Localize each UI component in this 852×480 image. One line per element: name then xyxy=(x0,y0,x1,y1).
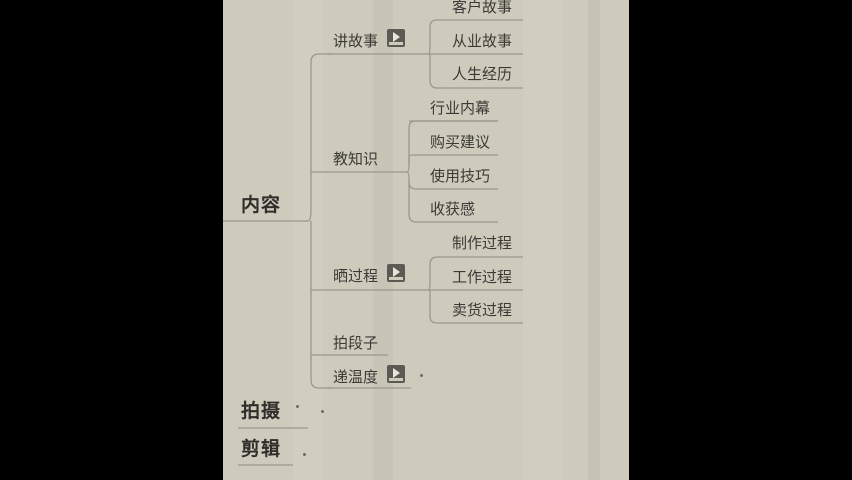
root-node-content: 内容 xyxy=(241,194,282,216)
video-icon xyxy=(387,264,405,282)
leaf-knowledge: 行业内幕 xyxy=(430,99,491,117)
branch-skits: 拍段子 xyxy=(333,334,379,352)
background-band xyxy=(293,0,323,480)
branch-storytelling: 讲故事 xyxy=(333,32,379,50)
branch-knowledge: 教知识 xyxy=(333,150,379,168)
leaf-knowledge: 购买建议 xyxy=(430,133,491,151)
leaf-process: 卖货过程 xyxy=(452,301,513,319)
artifact-dot xyxy=(303,453,306,456)
branch-warmth: 递温度 xyxy=(333,368,379,386)
branch-process: 晒过程 xyxy=(333,267,379,285)
background-band xyxy=(523,0,563,480)
leaf-knowledge: 收获感 xyxy=(430,200,476,218)
artifact-dot xyxy=(321,410,324,413)
leaf-storytelling: 人生经历 xyxy=(452,65,513,83)
artifact-dot xyxy=(296,405,299,408)
leaf-process: 工作过程 xyxy=(452,268,513,286)
video-icon xyxy=(387,365,405,383)
connector-lines xyxy=(223,19,523,466)
leaf-storytelling: 客户故事 xyxy=(452,0,513,16)
leaf-process: 制作过程 xyxy=(452,234,513,252)
artifact-dot xyxy=(420,374,423,377)
root-node-editing: 剪辑 xyxy=(241,438,282,460)
background-band xyxy=(588,0,600,480)
leaf-storytelling: 从业故事 xyxy=(452,32,513,50)
mindmap-canvas: 内容 拍摄 剪辑 讲故事 教知识 晒过程 拍段子 递温度 客户故事 从业故事 人… xyxy=(223,0,629,480)
video-icon xyxy=(387,29,405,47)
leaf-knowledge: 使用技巧 xyxy=(430,167,491,185)
root-node-shooting: 拍摄 xyxy=(241,400,282,422)
